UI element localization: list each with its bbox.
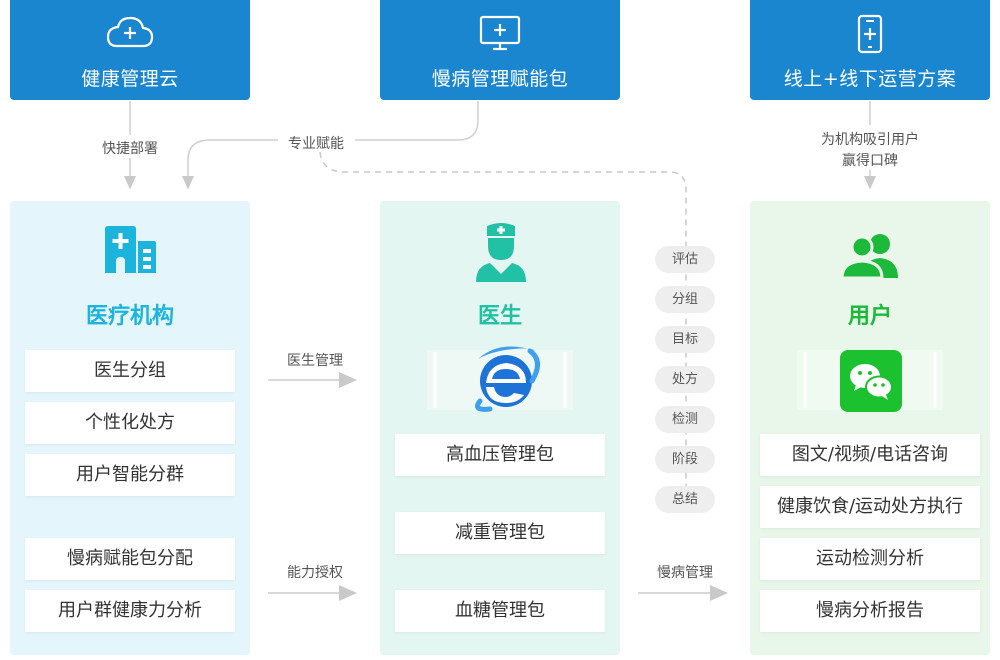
doctor-icon bbox=[474, 222, 528, 286]
user-item: 慢病分析报告 bbox=[760, 590, 980, 632]
wechat-icon bbox=[840, 350, 902, 416]
doctor-item: 血糖管理包 bbox=[395, 590, 605, 632]
institution-item: 个性化处方 bbox=[25, 402, 235, 444]
top-box-health-cloud: 健康管理云 bbox=[10, 0, 250, 100]
process-step: 评估 bbox=[655, 246, 715, 273]
process-step: 总结 bbox=[655, 486, 715, 513]
institution-item: 医生分组 bbox=[25, 350, 235, 392]
top-box-title: 线上+线下运营方案 bbox=[783, 68, 957, 90]
process-step: 检测 bbox=[655, 406, 715, 433]
process-step: 处方 bbox=[655, 366, 715, 393]
label-attract-line1: 为机构吸引用户 bbox=[821, 132, 919, 148]
top-box-chronic-package: 慢病管理赋能包 bbox=[380, 0, 620, 100]
label-doctor-mgmt: 医生管理 bbox=[287, 353, 343, 369]
top-box-title: 健康管理云 bbox=[81, 68, 179, 90]
process-step: 目标 bbox=[655, 326, 715, 353]
top-box-operation-plan: 线上+线下运营方案 bbox=[750, 0, 990, 100]
users-icon bbox=[840, 232, 902, 282]
column-title-institution: 医疗机构 bbox=[85, 304, 174, 329]
monitor-plus-icon bbox=[478, 14, 522, 56]
process-step: 分组 bbox=[655, 286, 715, 313]
user-item: 图文/视频/电话咨询 bbox=[760, 434, 980, 476]
institution-item: 慢病赋能包分配 bbox=[25, 538, 235, 580]
label-chronic-mgmt: 慢病管理 bbox=[657, 565, 713, 581]
doctor-item: 减重管理包 bbox=[395, 512, 605, 554]
user-item: 运动检测分析 bbox=[760, 538, 980, 580]
process-step: 阶段 bbox=[655, 446, 715, 473]
label-authorize: 能力授权 bbox=[287, 565, 343, 581]
hospital-icon bbox=[103, 225, 157, 279]
doctor-item: 高血压管理包 bbox=[395, 434, 605, 476]
institution-item: 用户群健康力分析 bbox=[25, 590, 235, 632]
label-attract-line2: 赢得口碑 bbox=[842, 153, 898, 169]
label-deploy: 快捷部署 bbox=[102, 141, 158, 157]
label-empower: 专业赋能 bbox=[288, 136, 344, 152]
top-box-title: 慢病管理赋能包 bbox=[431, 68, 569, 90]
cloud-plus-icon bbox=[105, 14, 155, 54]
phone-plus-icon bbox=[856, 14, 884, 58]
column-title-doctor: 医生 bbox=[477, 304, 522, 329]
browser-e-icon bbox=[470, 341, 542, 419]
institution-item: 用户智能分群 bbox=[25, 454, 235, 496]
column-title-user: 用户 bbox=[847, 304, 892, 329]
user-item: 健康饮食/运动处方执行 bbox=[760, 486, 980, 528]
